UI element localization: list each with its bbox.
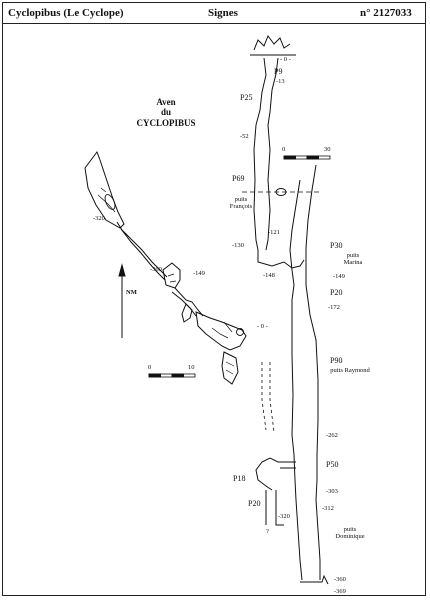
shaft-raymond: puits Raymond bbox=[330, 367, 370, 374]
section-view bbox=[242, 34, 331, 585]
pitch-p50: P50 bbox=[326, 460, 339, 469]
shaft-dominique: puits Dominique bbox=[335, 526, 365, 540]
pitch-p25: P25 bbox=[240, 93, 253, 102]
plan-depth-149: -149 bbox=[193, 270, 205, 277]
depth-262: -262 bbox=[326, 432, 338, 439]
section-p50-right bbox=[315, 455, 318, 501]
depth-312: -312 bbox=[322, 505, 334, 512]
plan-scale-start: 0 bbox=[148, 364, 152, 371]
depth-0: - 0 - bbox=[280, 56, 291, 63]
section-p69-right bbox=[265, 124, 271, 251]
plan-lobe-detail bbox=[225, 361, 235, 375]
depth-149: -149 bbox=[333, 273, 345, 280]
section-p20-side bbox=[265, 490, 284, 526]
plan-lower-chamber bbox=[181, 303, 193, 323]
commune-name: Signes bbox=[208, 7, 238, 19]
plan-view bbox=[84, 150, 247, 385]
plan-depth-360: -360 bbox=[150, 266, 162, 273]
section-bottom-chamber bbox=[257, 250, 305, 269]
section-p90-left bbox=[291, 315, 295, 456]
north-arrow-head bbox=[118, 263, 126, 277]
section-dashed-shaft bbox=[261, 362, 275, 433]
pitch-p20-side: P20 bbox=[248, 499, 261, 508]
plan-entrance-marker bbox=[236, 328, 244, 336]
pitch-p69: P69 bbox=[232, 174, 245, 183]
depth-303: -303 bbox=[326, 488, 338, 495]
plan-gallery bbox=[116, 221, 168, 281]
depth-13: -13 bbox=[276, 78, 285, 85]
north-label: NM bbox=[126, 289, 137, 296]
depth-121: -121 bbox=[268, 229, 280, 236]
section-p90-right bbox=[309, 314, 319, 456]
section-lower-shaft bbox=[295, 499, 321, 581]
section-p69-left bbox=[253, 124, 259, 251]
section-entrance-rocks bbox=[253, 34, 291, 51]
plan-title: Aven du CYCLOPIBUS bbox=[136, 97, 196, 128]
pitch-p9: P9 bbox=[274, 67, 283, 76]
section-p20-right bbox=[305, 284, 311, 316]
plan-entrance-zone bbox=[195, 311, 247, 351]
plan-middle-chamber bbox=[162, 262, 181, 289]
plan-chamber bbox=[104, 194, 116, 210]
depth-unknown: ? bbox=[266, 528, 269, 535]
shaft-francois: puits François bbox=[229, 196, 253, 210]
shaft-marina: puits Marina bbox=[343, 252, 363, 266]
section-upper-shaft-left bbox=[255, 57, 267, 126]
plan-scale-end: 10 bbox=[188, 364, 195, 371]
plan-lobe bbox=[221, 351, 239, 385]
plan-depth-320: -320 bbox=[93, 215, 105, 222]
depth-130: -130 bbox=[232, 242, 244, 249]
plan-inner-detail bbox=[97, 187, 116, 213]
sheet-frame bbox=[2, 2, 426, 596]
section-p30-right bbox=[305, 164, 317, 285]
depth-360: -360 bbox=[334, 576, 346, 583]
pitch-p20: P20 bbox=[330, 288, 343, 297]
depth-52: -52 bbox=[240, 133, 249, 140]
plan-scale-fill-1 bbox=[148, 373, 161, 378]
plan-scale-fill-2 bbox=[171, 373, 184, 378]
section-upper-shaft-right bbox=[267, 57, 279, 126]
section-scale-fill-2 bbox=[306, 155, 319, 160]
depth-320: -320 bbox=[278, 513, 290, 520]
section-p50-left bbox=[293, 454, 297, 501]
pitch-p30: P30 bbox=[330, 241, 343, 250]
cave-name: Cyclopibus (Le Cyclope) bbox=[8, 7, 124, 19]
section-scale-fill-1 bbox=[283, 155, 296, 160]
section-p30-left bbox=[289, 179, 301, 286]
cave-number: n° 2127033 bbox=[360, 7, 412, 19]
plan-middle-detail bbox=[167, 273, 177, 283]
depth-172: -172 bbox=[328, 304, 340, 311]
section-side-passage bbox=[255, 457, 296, 491]
pitch-p18: P18 bbox=[233, 474, 246, 483]
plan-descent-passage bbox=[171, 287, 204, 317]
plan-entrance-inner bbox=[211, 321, 233, 339]
plan-depth-0: - 0 - bbox=[257, 323, 268, 330]
section-scale-start: 0 bbox=[282, 146, 286, 153]
plan-outline-upper bbox=[84, 150, 125, 229]
section-p20-left bbox=[291, 284, 295, 315]
section-terminal bbox=[300, 574, 329, 585]
depth-369: -369 bbox=[334, 588, 346, 595]
pitch-p90: P90 bbox=[330, 356, 343, 365]
header-bar: Cyclopibus (Le Cyclope) Signes n° 212703… bbox=[2, 2, 426, 24]
section-scale-end: 30 bbox=[324, 146, 331, 153]
depth-148: -148 bbox=[263, 272, 275, 279]
